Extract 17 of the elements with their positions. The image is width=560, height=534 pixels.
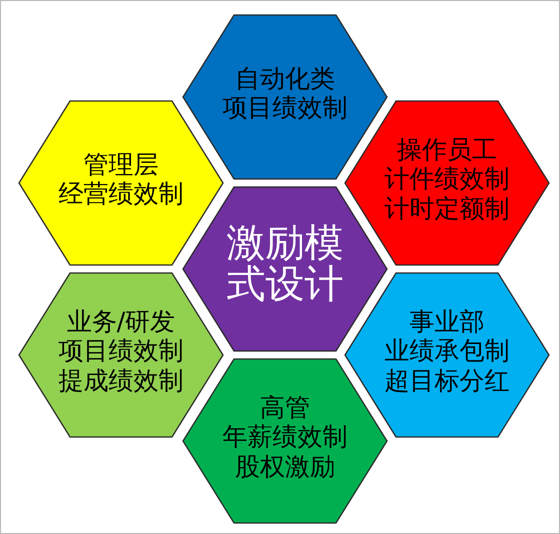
- hexagon-text: 业绩承包制: [384, 336, 510, 366]
- hexagon-text: 计时定额制: [384, 194, 510, 224]
- hexagon-heading: 自动化类: [235, 64, 335, 93]
- hexagon-text: 经营绩效制: [58, 179, 184, 208]
- hexagon-title: 激励模式设计: [225, 224, 344, 306]
- hexagon-text: 股权激励: [235, 452, 335, 482]
- hexagon-text: 提成绩效制: [58, 366, 184, 396]
- hexagon-text: 年薪绩效制: [222, 422, 348, 452]
- hexagon-heading: 操作员工: [397, 134, 497, 164]
- hexagon-text: 超目标分红: [384, 366, 510, 396]
- hexagon-text: 项目绩效制: [222, 93, 348, 122]
- hexagon-text: 项目绩效制: [58, 336, 184, 366]
- hexagon-heading: 业务/研发: [66, 306, 176, 336]
- hexagon-heading: 管理层: [84, 150, 158, 179]
- hexagon-heading: 高管: [260, 392, 310, 422]
- hexagon-heading: 事业部: [410, 306, 484, 336]
- hexagon-text: 计件绩效制: [384, 164, 510, 194]
